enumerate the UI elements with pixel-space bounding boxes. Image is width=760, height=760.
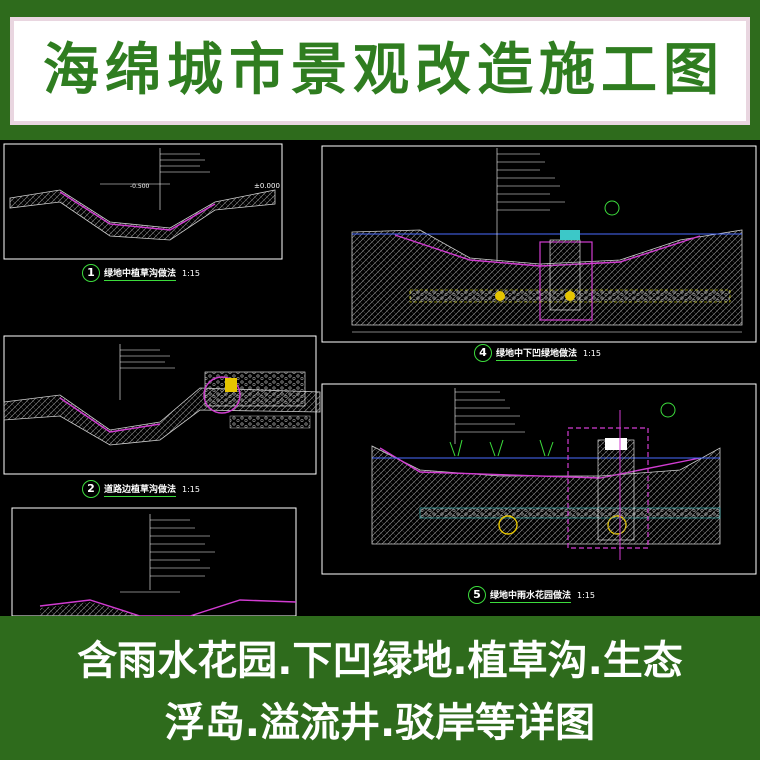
cad-drawing-area: ±0.000 -0.500 [0, 140, 760, 616]
detail-1-number: 1 [82, 264, 100, 282]
detail-5-number: 5 [468, 586, 486, 604]
detail-1-drawing: ±0.000 -0.500 [3, 143, 283, 260]
detail-1-label: 绿地中植草沟做法 [104, 269, 177, 281]
title-banner: 海绵城市景观改造施工图 [0, 0, 760, 140]
detail-5-drawing [321, 383, 757, 575]
detail-2-caption: 2 道路边植草沟做法 1:15 [82, 480, 200, 498]
detail-5-scale: 1:15 [577, 591, 595, 600]
detail-4-caption: 4 绿地中下凹绿地做法 1:15 [474, 344, 601, 362]
detail-5-caption: 5 绿地中雨水花园做法 1:15 [468, 586, 595, 604]
footer-banner: 含雨水花园.下凹绿地.植草沟.生态 浮岛.溢流井.驳岸等详图 [0, 616, 760, 760]
subtitle-line-1: 含雨水花园.下凹绿地.植草沟.生态 [77, 638, 683, 684]
detail-4-drawing [321, 145, 757, 343]
detail-2-scale: 1:15 [182, 485, 200, 494]
detail-2-label: 道路边植草沟做法 [104, 485, 177, 497]
detail-4-number: 4 [474, 344, 492, 362]
cad-drawings: ±0.000 -0.500 [3, 143, 757, 616]
detail-2-drawing [3, 335, 321, 475]
page-title: 海绵城市景观改造施工图 [43, 38, 725, 103]
detail-5-label: 绿地中雨水花园做法 [490, 591, 572, 603]
detail-1-caption: 1 绿地中植草沟做法 1:15 [82, 264, 200, 282]
svg-text:-0.500: -0.500 [130, 183, 150, 190]
detail-3-drawing [11, 507, 297, 616]
detail-4-scale: 1:15 [583, 349, 601, 358]
subtitle-line-2: 浮岛.溢流井.驳岸等详图 [164, 700, 596, 746]
svg-text:±0.000: ±0.000 [254, 182, 280, 190]
detail-2-number: 2 [82, 480, 100, 498]
detail-4-label: 绿地中下凹绿地做法 [496, 349, 578, 361]
detail-1-scale: 1:15 [182, 269, 200, 278]
title-box: 海绵城市景观改造施工图 [10, 17, 750, 125]
